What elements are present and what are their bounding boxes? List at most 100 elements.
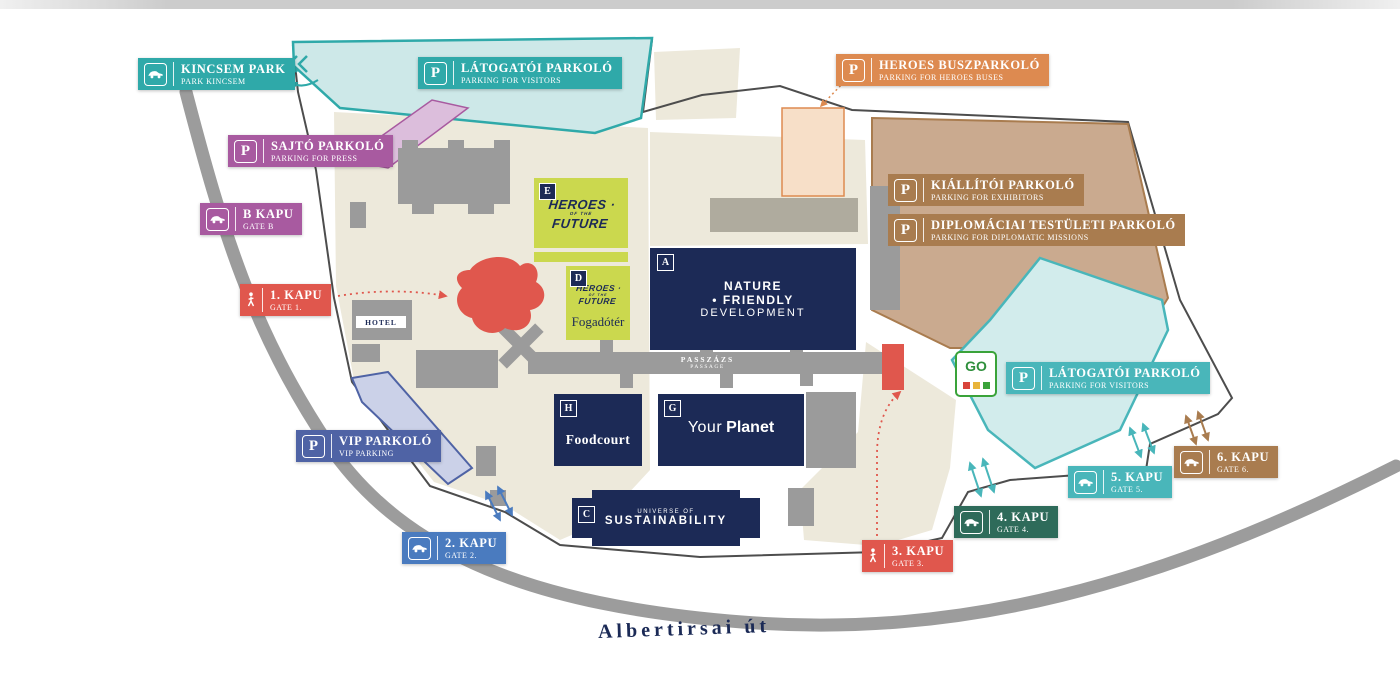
heroes-bus-dotted-arrow-icon: [819, 81, 845, 108]
car-icon: [1180, 450, 1203, 474]
badge-c: C: [578, 506, 595, 523]
gate-2-label: 2. KAPU GATE 2.: [402, 532, 507, 564]
gate3-target-block: [882, 344, 904, 390]
label-title: LÁTOGATÓI PARKOLÓ: [461, 61, 613, 75]
kincsem-park-label: KINCSEM PARK PARK KINCSEM: [138, 58, 295, 90]
badge-e: E: [539, 183, 556, 200]
car-icon: [206, 207, 229, 231]
exhibitor-parking-label: P KIÁLLÍTÓI PARKOLÓ PARKING FOR EXHIBITO…: [888, 174, 1084, 206]
gate-6-label: 6. KAPU GATE 6.: [1174, 446, 1279, 478]
parking-icon: P: [1012, 366, 1035, 390]
hotel-label: HOTEL: [356, 316, 406, 328]
gate6-crossing-arrows-icon: [1184, 410, 1210, 446]
gate-b-label: B KAPU GATE B: [200, 203, 303, 235]
building-c-line1: UNIVERSE OF: [637, 509, 695, 515]
gate-3-label: 3. KAPU GATE 3.: [862, 540, 954, 572]
building-a-line1: NATURE: [723, 279, 783, 293]
label-title: KIÁLLÍTÓI PARKOLÓ: [931, 178, 1075, 192]
passage-label: PASSZÁZS PASSAGE: [640, 353, 775, 373]
badge-h: H: [560, 400, 577, 417]
parking-icon: P: [234, 139, 257, 163]
label-title: LÁTOGATÓI PARKOLÓ: [1049, 366, 1201, 380]
badge-d: D: [570, 270, 587, 287]
label-subtitle: PARKING FOR DIPLOMATIC MISSIONS: [931, 233, 1089, 242]
label-subtitle: GATE 6.: [1217, 465, 1249, 474]
parking-icon: P: [424, 61, 447, 85]
parking-icon: P: [894, 218, 917, 242]
building-a-line3: DEVELOPMENT: [700, 307, 806, 319]
label-title: 5. KAPU: [1111, 470, 1164, 484]
label-subtitle: GATE 1.: [270, 303, 302, 312]
diplomatic-parking-label: P DIPLOMÁCIAI TESTÜLETI PARKOLÓ PARKING …: [888, 214, 1185, 246]
pedestrian-icon: [868, 548, 878, 564]
car-icon: [144, 62, 167, 86]
heroes-logo-bottom: FUTURE: [551, 215, 609, 231]
venue-boundary: [291, 38, 1234, 559]
gate-4-label: 4. KAPU GATE 4.: [954, 506, 1059, 538]
label-title: HEROES BUSZPARKOLÓ: [879, 58, 1040, 72]
label-title: 3. KAPU: [892, 544, 945, 558]
label-title: KINCSEM PARK: [181, 62, 286, 76]
go-logo: [955, 351, 997, 397]
parking-icon: P: [302, 434, 325, 458]
heroes-logo-top: HEROES ·: [547, 197, 617, 213]
gate-5-label: 5. KAPU GATE 5.: [1068, 466, 1173, 498]
parking-icon: P: [842, 58, 865, 82]
label-subtitle: PARKING FOR PRESS: [271, 154, 358, 163]
building-a-text: NATURE • FRIENDLY DEVELOPMENT: [650, 250, 856, 348]
bottom-scroll-strip: [0, 0, 1400, 9]
car-icon: [408, 536, 431, 560]
vip-parking-area: [350, 370, 474, 486]
building-g-word2: Planet: [726, 419, 775, 436]
label-title: SAJTÓ PARKOLÓ: [271, 139, 385, 153]
building-d-subtitle: Fogadótér: [571, 314, 625, 329]
building-g-text: Your Planet: [658, 408, 804, 448]
vip-parking-label: P VIP PARKOLÓ VIP PARKING: [296, 430, 441, 462]
car-icon: [1074, 470, 1097, 494]
label-subtitle: GATE 5.: [1111, 485, 1143, 494]
label-subtitle: GATE B: [243, 222, 274, 231]
heroes-logo-bottom: FUTURE: [578, 296, 617, 307]
badge-g: G: [664, 400, 681, 417]
label-title: DIPLOMÁCIAI TESTÜLETI PARKOLÓ: [931, 218, 1176, 232]
passage-title: PASSZÁZS: [680, 354, 735, 364]
pedestrian-icon: [246, 292, 256, 308]
building-h-text: Foodcourt: [565, 432, 631, 447]
gate3-dotted-arrow-icon: [876, 390, 902, 536]
car-icon: [960, 510, 983, 534]
label-subtitle: PARKING FOR EXHIBITORS: [931, 193, 1044, 202]
go-logo-text: GO: [965, 358, 987, 374]
building-a-line2: • FRIENDLY: [712, 293, 794, 307]
label-subtitle: VIP PARKING: [339, 449, 394, 458]
label-subtitle: GATE 3.: [892, 559, 924, 568]
visitor-parking-top-label: P LÁTOGATÓI PARKOLÓ PARKING FOR VISITORS: [418, 57, 622, 89]
label-subtitle: GATE 4.: [997, 525, 1029, 534]
label-title: 4. KAPU: [997, 510, 1050, 524]
label-title: 1. KAPU: [270, 288, 323, 302]
heroes-bus-parking-area: [781, 107, 845, 197]
gate45-crossing-arrows-icon: [968, 457, 996, 498]
wayfinding-arrows: [287, 55, 1210, 536]
gate2-crossing-arrows-icon: [485, 485, 513, 522]
building-c-line2: SUSTAINABILITY: [604, 515, 728, 527]
label-subtitle: PARKING FOR VISITORS: [461, 76, 562, 85]
label-subtitle: PARKING FOR VISITORS: [1049, 381, 1150, 390]
heroes-bus-parking-label: P HEROES BUSZPARKOLÓ PARKING FOR HEROES …: [836, 54, 1049, 86]
label-title: B KAPU: [243, 207, 294, 221]
press-parking-label: P SAJTÓ PARKOLÓ PARKING FOR PRESS: [228, 135, 394, 167]
badge-a: A: [657, 254, 674, 271]
building-c-text: UNIVERSE OF SUSTAINABILITY: [592, 498, 740, 538]
label-subtitle: GATE 2.: [445, 551, 477, 560]
buildings-navy: [554, 248, 856, 546]
passage-subtitle: PASSAGE: [690, 364, 725, 371]
label-subtitle: PARK KINCSEM: [181, 77, 246, 86]
gate-1-label: 1. KAPU GATE 1.: [240, 284, 332, 316]
label-subtitle: PARKING FOR HEROES BUSES: [879, 73, 1004, 82]
gate1-dotted-arrow-icon: [337, 290, 448, 300]
parking-icon: P: [894, 178, 917, 202]
building-g-word1: Your: [687, 419, 723, 436]
buildings-gray: [350, 140, 900, 526]
label-title: 6. KAPU: [1217, 450, 1270, 464]
